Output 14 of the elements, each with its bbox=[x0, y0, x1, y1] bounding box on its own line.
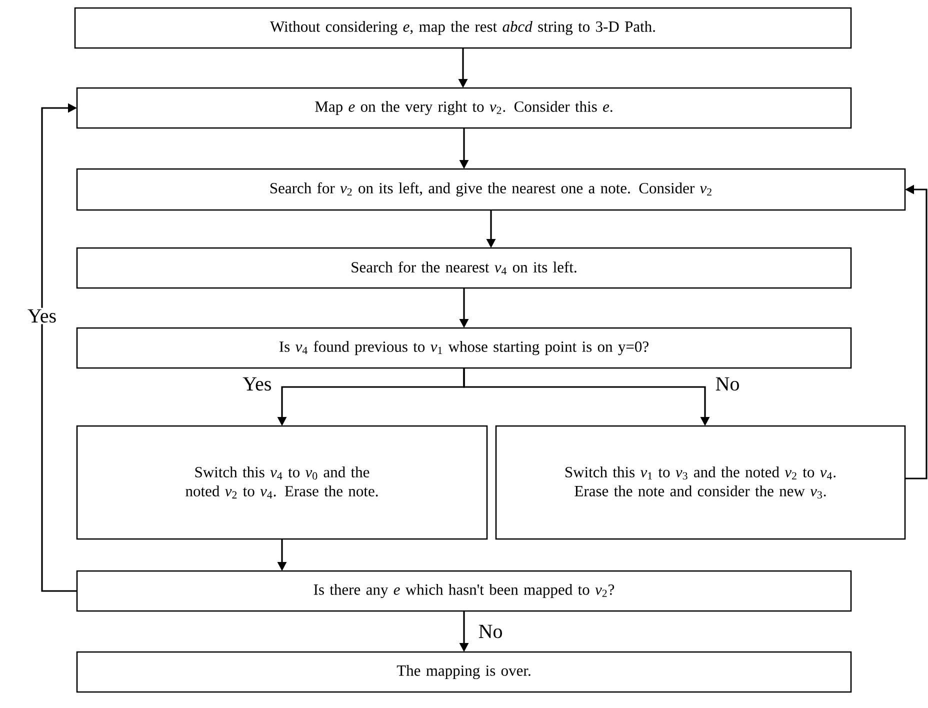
process-box: Is there any e which hasn't been mapped to v$_{2}$? bbox=[76, 570, 852, 612]
process-box: Without considering e, map the rest abcd string to 3-D Path. bbox=[74, 7, 852, 49]
arrow bbox=[41, 103, 77, 592]
process-box: Switch this v$_{1}$ to v$_{3}$ and the noted v$_{2}$ to v$_{4}$. Erase the note and consider the new v$_{3}$. bbox=[495, 425, 906, 540]
edge-label: No bbox=[714, 376, 742, 392]
process-box: Search for v$_{2}$ on its left, and give the nearest one a note. Consider v$_{2}$ bbox=[76, 168, 906, 211]
process-box: Switch this v$_{4}$ to v$_{0}$ and the noted v$_{2}$ to v$_{4}$. Erase the note. bbox=[76, 425, 488, 540]
edge-label: Yes bbox=[26, 308, 58, 324]
process-box: The mapping is over. bbox=[76, 651, 852, 693]
edge-label: No bbox=[476, 623, 504, 640]
process-box: Search for the nearest v$_{4}$ on its left. bbox=[76, 247, 852, 289]
edge-label: Yes bbox=[241, 376, 274, 392]
process-box: Is v$_{4}$ found previous to v$_{1}$ whose starting point is on y=0? bbox=[76, 327, 852, 369]
process-box: Map e on the very right to v$_{2}$. Consider this e. bbox=[76, 87, 852, 129]
